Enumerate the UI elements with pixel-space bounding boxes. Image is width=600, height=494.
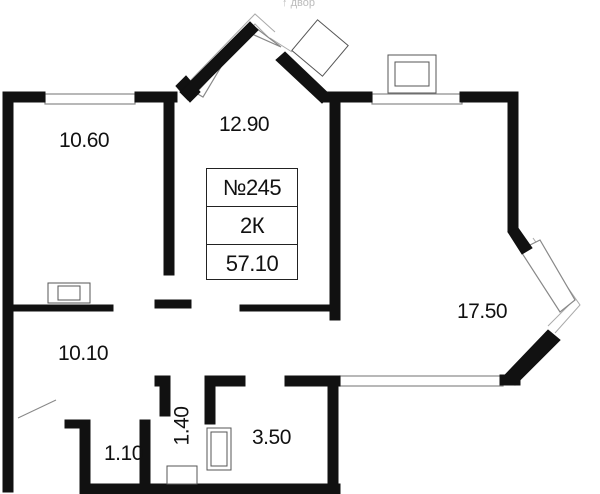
toilet-icon: [166, 465, 198, 485]
fixtures: [47, 19, 437, 485]
room-area-kitchen: 10.10: [58, 342, 109, 365]
room-area-hall: 1.40: [170, 406, 194, 446]
balcony-table-icon: [291, 19, 349, 77]
room-area-bathroom: 3.50: [252, 426, 291, 449]
apartment-total-area: 57.10: [207, 244, 297, 282]
apartment-info-badge: №245 2К 57.10: [206, 168, 298, 280]
arrow-up-icon: ↑: [282, 0, 288, 9]
apartment-number: №245: [222, 175, 282, 200]
walls: [2, 21, 561, 494]
room-area-balcony: 12.90: [219, 113, 270, 136]
apartment-type: 2К: [207, 206, 297, 244]
orientation-label: ↑ двор: [282, 0, 315, 9]
room-area-bedroom: 10.60: [59, 129, 110, 152]
door-swing: [17, 399, 57, 419]
orientation-text: двор: [290, 0, 315, 9]
room-area-toilet: 1.10: [104, 442, 143, 465]
room-area-living: 17.50: [457, 300, 508, 323]
